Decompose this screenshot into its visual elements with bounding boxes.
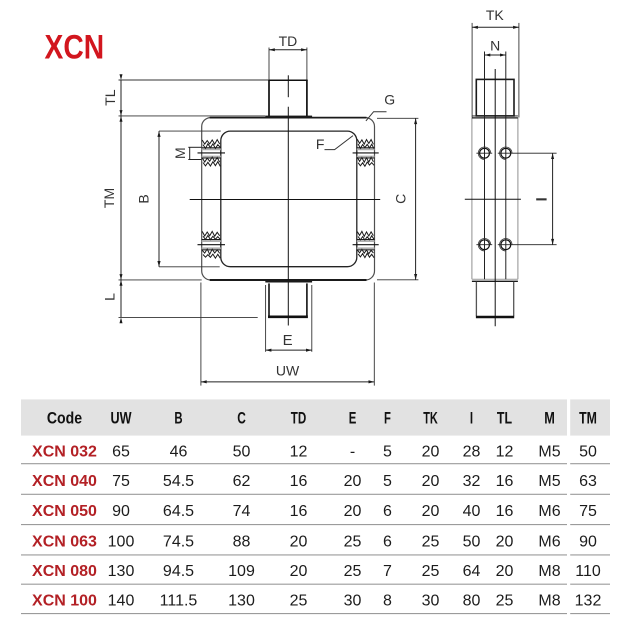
svg-text:6: 6 [383, 503, 392, 520]
svg-text:TD: TD [291, 409, 307, 427]
svg-text:65: 65 [112, 443, 130, 460]
svg-text:25: 25 [290, 593, 308, 610]
svg-text:100: 100 [108, 534, 135, 551]
svg-text:132: 132 [575, 593, 602, 610]
svg-text:M8: M8 [538, 563, 560, 580]
svg-text:M5: M5 [538, 473, 560, 490]
svg-text:L: L [101, 293, 117, 301]
svg-text:16: 16 [496, 503, 514, 520]
svg-text:7: 7 [383, 563, 392, 580]
svg-text:90: 90 [112, 503, 130, 520]
svg-text:30: 30 [344, 593, 362, 610]
svg-text:74: 74 [233, 503, 251, 520]
svg-text:20: 20 [290, 563, 308, 580]
svg-text:F: F [384, 409, 391, 427]
svg-text:140: 140 [108, 593, 135, 610]
svg-text:25: 25 [422, 563, 440, 580]
svg-text:110: 110 [575, 563, 601, 580]
svg-text:XCN: XCN [45, 28, 105, 66]
svg-text:XCN 080: XCN 080 [32, 563, 97, 580]
svg-text:74.5: 74.5 [163, 534, 194, 551]
svg-text:20: 20 [422, 503, 440, 520]
svg-text:12: 12 [290, 443, 308, 460]
svg-text:25: 25 [422, 534, 440, 551]
svg-text:20: 20 [422, 473, 440, 490]
svg-text:64: 64 [463, 563, 481, 580]
svg-text:46: 46 [170, 443, 188, 460]
svg-text:20: 20 [344, 473, 362, 490]
svg-text:TK: TK [486, 7, 505, 23]
svg-text:50: 50 [233, 443, 251, 460]
svg-text:F: F [316, 136, 325, 152]
svg-text:C: C [237, 409, 246, 427]
svg-text:M6: M6 [538, 534, 560, 551]
svg-text:M8: M8 [538, 593, 560, 610]
svg-text:20: 20 [344, 503, 362, 520]
svg-text:XCN 040: XCN 040 [32, 473, 97, 490]
svg-text:64.5: 64.5 [163, 503, 194, 520]
svg-text:90: 90 [579, 534, 597, 551]
svg-text:50: 50 [579, 443, 597, 460]
svg-text:20: 20 [496, 534, 514, 551]
svg-text:109: 109 [228, 563, 255, 580]
svg-text:130: 130 [228, 593, 255, 610]
svg-text:94.5: 94.5 [163, 563, 194, 580]
svg-text:M6: M6 [538, 503, 560, 520]
svg-text:130: 130 [108, 563, 135, 580]
svg-text:88: 88 [233, 534, 251, 551]
svg-text:80: 80 [463, 593, 481, 610]
svg-text:111.5: 111.5 [160, 593, 198, 610]
svg-text:20: 20 [290, 534, 308, 551]
svg-text:16: 16 [290, 473, 308, 490]
svg-text:I: I [470, 409, 473, 427]
svg-text:25: 25 [344, 534, 362, 551]
svg-text:N: N [490, 38, 500, 54]
svg-text:UW: UW [276, 363, 300, 379]
svg-text:TL: TL [497, 409, 512, 427]
svg-text:75: 75 [579, 503, 597, 520]
svg-text:50: 50 [463, 534, 481, 551]
svg-text:E: E [349, 409, 357, 427]
svg-text:M: M [544, 409, 555, 427]
svg-text:63: 63 [579, 473, 597, 490]
svg-text:TK: TK [423, 409, 438, 427]
svg-text:G: G [384, 92, 395, 108]
svg-text:TL: TL [102, 89, 118, 106]
svg-text:75: 75 [112, 473, 130, 490]
svg-text:6: 6 [383, 534, 392, 551]
svg-text:XCN 032: XCN 032 [32, 443, 97, 460]
svg-text:M5: M5 [538, 443, 560, 460]
svg-text:5: 5 [383, 473, 392, 490]
svg-text:20: 20 [422, 443, 440, 460]
svg-text:B: B [174, 409, 182, 427]
svg-text:32: 32 [463, 473, 481, 490]
svg-text:54.5: 54.5 [163, 473, 194, 490]
svg-text:B: B [135, 194, 151, 203]
svg-text:25: 25 [344, 563, 362, 580]
svg-text:28: 28 [463, 443, 481, 460]
svg-text:Code: Code [47, 409, 82, 427]
svg-text:8: 8 [383, 593, 392, 610]
svg-text:5: 5 [383, 443, 392, 460]
svg-text:40: 40 [463, 503, 481, 520]
svg-text:M: M [172, 147, 188, 159]
svg-text:16: 16 [496, 473, 514, 490]
svg-text:-: - [350, 443, 355, 460]
svg-text:XCN 100: XCN 100 [32, 593, 97, 610]
svg-text:UW: UW [111, 409, 132, 427]
svg-text:TD: TD [279, 33, 298, 49]
svg-text:16: 16 [290, 503, 308, 520]
svg-text:XCN 050: XCN 050 [32, 503, 97, 520]
svg-text:62: 62 [233, 473, 251, 490]
svg-text:30: 30 [422, 593, 440, 610]
svg-text:25: 25 [496, 593, 514, 610]
svg-text:TM: TM [101, 188, 117, 208]
svg-text:12: 12 [496, 443, 514, 460]
svg-text:C: C [393, 194, 409, 204]
svg-text:TM: TM [579, 409, 597, 427]
svg-text:E: E [283, 332, 293, 349]
svg-text:XCN 063: XCN 063 [32, 534, 97, 551]
svg-text:20: 20 [496, 563, 514, 580]
